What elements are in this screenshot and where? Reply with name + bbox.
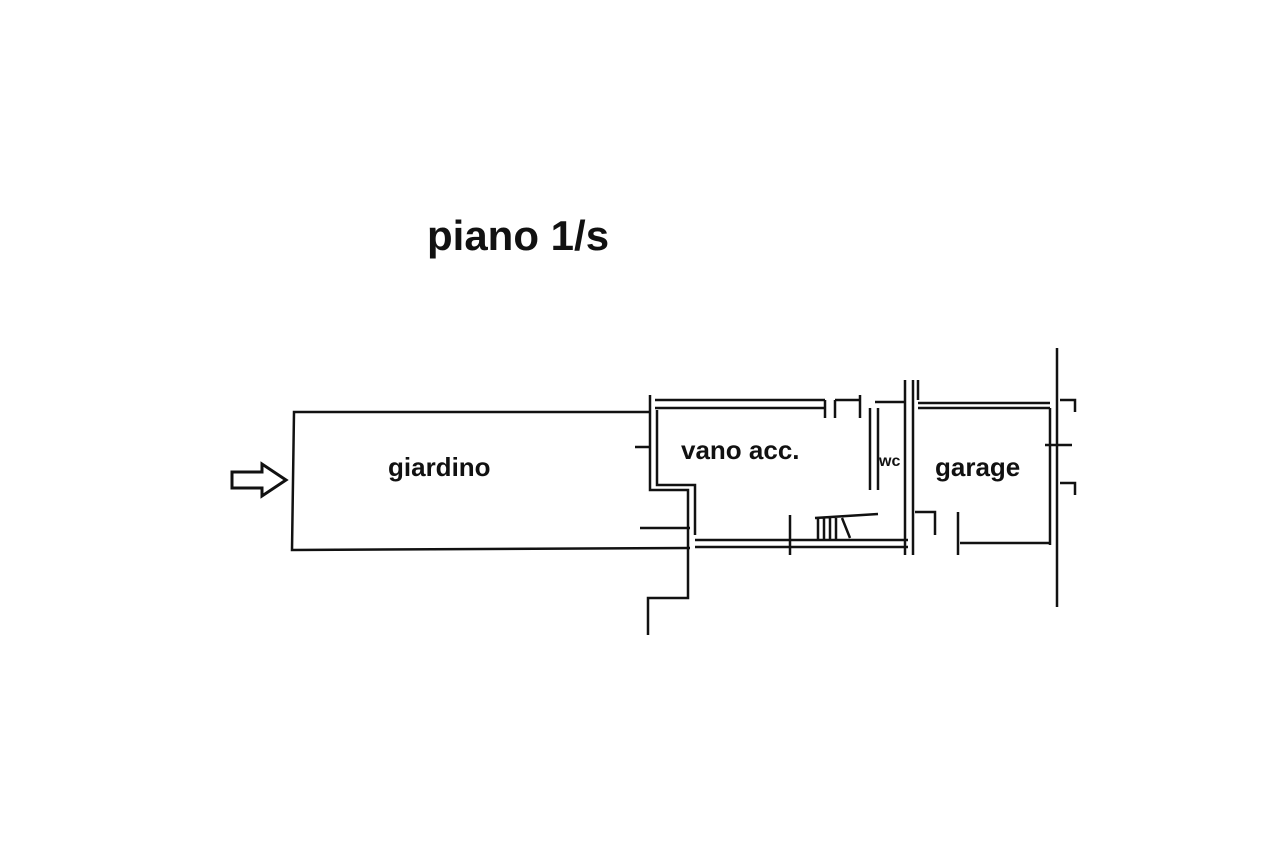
stairs: [788, 512, 879, 555]
page-title: piano 1/s: [427, 212, 610, 259]
vano-wall-outer: [646, 395, 690, 635]
garage-walls: [915, 380, 1052, 555]
room-label-garage: garage: [935, 452, 1021, 482]
vano-wall-inner: [655, 410, 697, 535]
vano-bottom-wall: [695, 538, 908, 549]
room-label-wc: wc: [879, 453, 901, 470]
entrance-arrow-icon: [230, 461, 289, 499]
wc-wall: [903, 380, 915, 555]
left-tick-marks: [635, 445, 690, 530]
giardino-outline: [290, 410, 691, 552]
vano-top-wall: [655, 395, 905, 490]
right-wall: [1045, 348, 1077, 607]
room-label-giardino: giardino: [388, 452, 491, 482]
room-label-vano: vano acc.: [681, 435, 800, 465]
